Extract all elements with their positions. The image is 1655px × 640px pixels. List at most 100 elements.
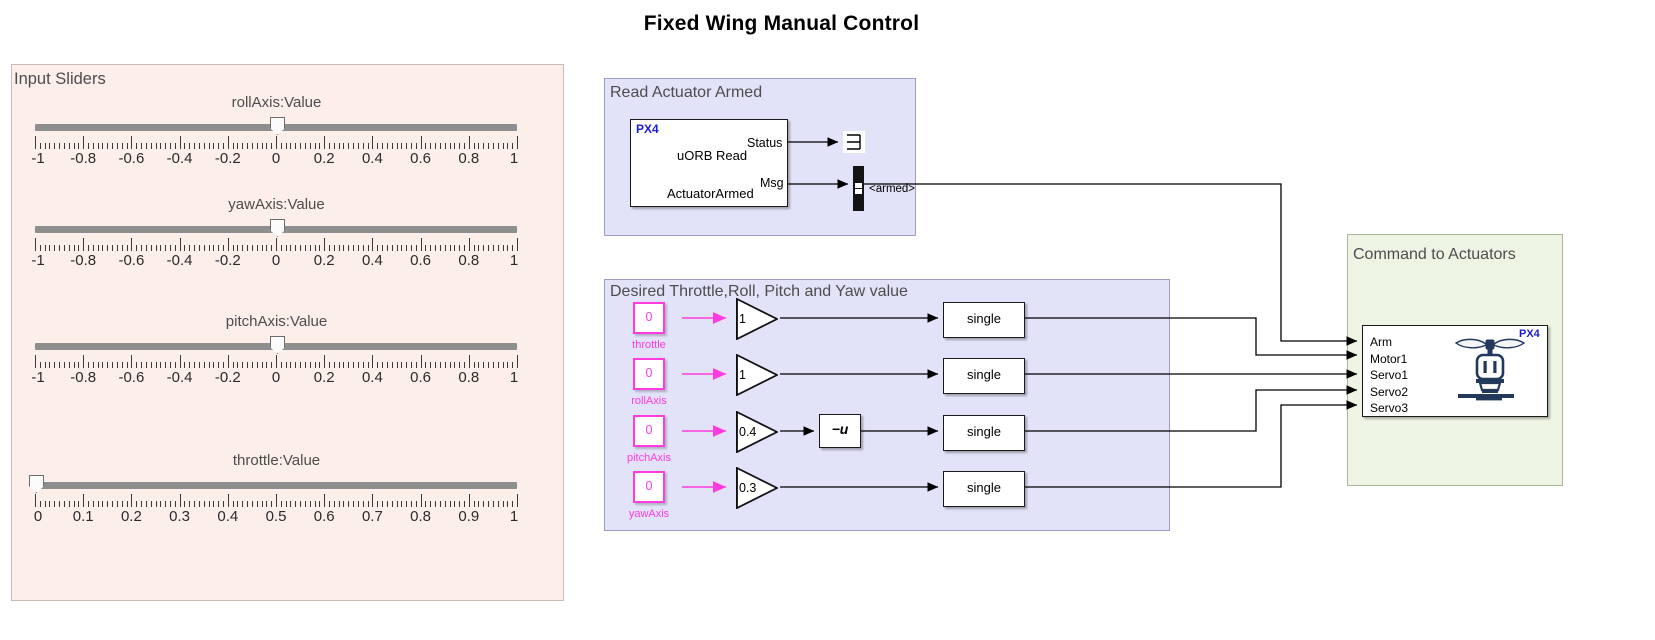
gain-block-rollAxis[interactable]: 1 — [736, 354, 779, 396]
slider-caption: pitchAxis:Value — [225, 313, 328, 330]
tick-label: 1 — [509, 508, 519, 525]
slider-ruler — [35, 238, 518, 251]
tick-label: 1 — [509, 150, 519, 167]
tick-label: 0.1 — [72, 508, 94, 525]
constant-name-label: throttle — [632, 339, 666, 351]
tick-label: -0.2 — [214, 252, 241, 269]
tick-label: 0.3 — [169, 508, 191, 525]
gain-value: 1 — [739, 312, 746, 326]
uorb-read-block[interactable] — [630, 119, 788, 207]
data-type-convert-label: single — [967, 424, 1001, 439]
uorb-port-status: Status — [747, 136, 783, 150]
constant-block-yawAxis[interactable] — [633, 471, 665, 503]
slider-ruler — [35, 355, 518, 368]
tick-label: 0 — [271, 252, 281, 269]
actuator-vendor-label: PX4 — [1519, 328, 1540, 340]
tick-label: 1 — [509, 369, 519, 386]
tick-label: -0.8 — [70, 252, 97, 269]
tick-label: 0.8 — [458, 150, 480, 167]
gain-block-yawAxis[interactable]: 0.3 — [736, 467, 779, 509]
input-sliders-panel — [11, 64, 564, 601]
tick-label: 0.7 — [361, 508, 383, 525]
constant-name-label: pitchAxis — [626, 452, 672, 464]
uorb-topic-name: ActuatorArmed — [667, 186, 754, 201]
slider-thumb[interactable] — [29, 475, 44, 493]
data-type-convert-label: single — [967, 367, 1001, 382]
constant-value: 0 — [645, 479, 653, 493]
slider-caption: throttle:Value — [232, 452, 321, 469]
tick-label: 0 — [33, 508, 43, 525]
gain-block-pitchAxis[interactable]: 0.4 — [736, 411, 779, 453]
tick-label: 0.2 — [313, 150, 335, 167]
gain-outline — [736, 467, 778, 509]
constant-block-rollAxis[interactable] — [633, 358, 665, 390]
tick-label: 1 — [509, 252, 519, 269]
constant-block-pitchAxis[interactable] — [633, 415, 665, 447]
gain-block-throttle[interactable]: 1 — [736, 298, 779, 340]
slider-thumb[interactable] — [270, 117, 285, 135]
terminator-icon[interactable] — [843, 131, 865, 153]
data-type-convert-block-yawAxis[interactable] — [943, 471, 1025, 507]
tick-label: -1 — [31, 150, 45, 167]
bus-selector-block[interactable] — [853, 166, 864, 211]
actuator-port-servo2: Servo2 — [1370, 384, 1409, 399]
unary-minus-label: −u — [831, 421, 849, 437]
tick-label: -0.4 — [166, 369, 193, 386]
tick-label: -0.8 — [70, 150, 97, 167]
actuator-port-servo1: Servo1 — [1370, 368, 1409, 382]
tick-label: 0.4 — [361, 252, 383, 269]
tick-label: -0.4 — [166, 150, 193, 167]
data-type-convert-block-pitchAxis[interactable] — [943, 415, 1025, 451]
tick-label: 0.2 — [120, 508, 142, 525]
tick-label: 0 — [271, 369, 281, 386]
data-type-convert-label: single — [967, 480, 1001, 495]
constant-block-throttle[interactable] — [633, 302, 665, 334]
gain-value: 1 — [739, 368, 746, 382]
slider-caption: rollAxis:Value — [231, 94, 322, 111]
tick-label: 0.6 — [410, 150, 432, 167]
subsystem-desired-values[interactable] — [604, 279, 1170, 531]
tick-label: 0.2 — [313, 369, 335, 386]
tick-label: 0.8 — [458, 369, 480, 386]
gain-outline — [736, 298, 778, 340]
slider-ruler — [35, 494, 518, 507]
slider-thumb[interactable] — [270, 219, 285, 237]
constant-value: 0 — [645, 310, 653, 324]
slider-ruler — [35, 136, 518, 149]
tick-label: 0.4 — [217, 508, 239, 525]
tick-label: 0.6 — [410, 369, 432, 386]
tick-label: 0.5 — [265, 508, 287, 525]
unary-minus-block[interactable] — [819, 414, 861, 448]
tick-label: 0.8 — [458, 252, 480, 269]
constant-name-label: rollAxis — [631, 395, 667, 407]
tick-label: 0.9 — [458, 508, 480, 525]
actuator-port-arm: Arm — [1370, 335, 1392, 349]
tick-label: -1 — [31, 369, 45, 386]
subsystem-label-desired-values: Desired Throttle,Roll, Pitch and Yaw val… — [610, 283, 908, 300]
drone-rotor-icon — [1450, 334, 1530, 406]
tick-label: -0.2 — [214, 150, 241, 167]
bus-signal-label: <armed> — [869, 183, 916, 195]
slider-thumb[interactable] — [270, 336, 285, 354]
page-title: Fixed Wing Manual Control — [643, 12, 920, 35]
actuator-output-block[interactable] — [1362, 325, 1548, 417]
tick-label: 0.6 — [410, 252, 432, 269]
actuator-port-motor1: Motor1 — [1370, 351, 1408, 366]
tick-label: -0.8 — [70, 369, 97, 386]
input-sliders-title: Input Sliders — [14, 70, 106, 88]
tick-label: 0.2 — [313, 252, 335, 269]
tick-label: 0 — [271, 150, 281, 167]
data-type-convert-block-rollAxis[interactable] — [943, 358, 1025, 394]
tick-label: -0.4 — [166, 252, 193, 269]
tick-label: 0.4 — [361, 150, 383, 167]
subsystem-label-read-actuator-armed: Read Actuator Armed — [610, 84, 763, 101]
slider-track[interactable] — [35, 482, 517, 489]
bus-selector-slot — [855, 183, 862, 194]
tick-label: -0.6 — [118, 252, 145, 269]
slider-caption: yawAxis:Value — [228, 196, 325, 213]
